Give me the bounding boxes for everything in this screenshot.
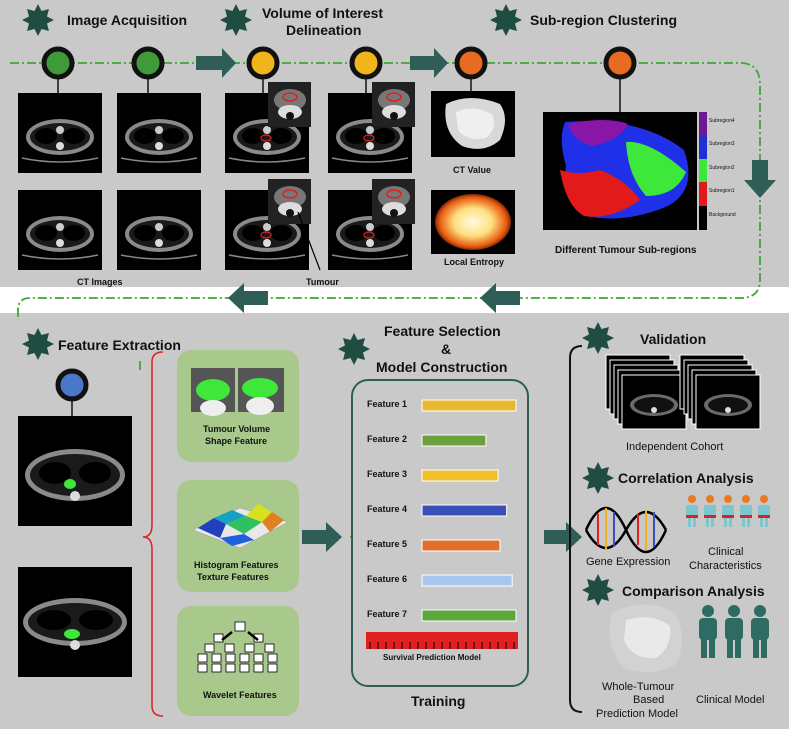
feature-label-2: Feature 2 [367,434,408,444]
label-shape-line1: Tumour Volume [203,424,271,434]
feature-bar-3 [421,469,499,482]
label-whole-line3: Prediction Model [596,708,678,720]
label-whole-line2: Based [633,694,665,706]
feature-label-3: Feature 3 [367,469,408,479]
legend-bar-0 [699,206,707,230]
arrow-down-1 [744,160,776,198]
label-survival-model: Survival Prediction Model [383,653,481,662]
legend-bar-4 [699,112,707,135]
dot-cluster-1 [454,46,488,80]
label-training: Training [411,693,466,709]
feature-label-1: Feature 1 [367,399,408,409]
clinical-model-graphic [699,605,769,658]
validation-bracket [569,345,583,713]
arrow-left-1 [480,283,520,313]
star-icon-acquisition [22,4,54,36]
clinical-people-graphic [686,495,770,527]
title-selection-line3: Model Construction [376,359,508,375]
legend-bar-3 [699,135,707,159]
dot-acquisition-2 [131,46,165,80]
star-icon-clustering [490,4,522,36]
tumour-pointer [297,211,321,271]
arrow-right-3 [302,522,342,552]
dot-extraction [55,368,89,402]
label-clinical-model: Clinical Model [696,694,765,706]
label-hist-line2: Texture Features [197,572,269,582]
label-wavelet: Wavelet Features [203,690,277,700]
label-ct-images: CT Images [77,277,123,287]
dot-cluster-2 [603,46,637,80]
label-shape-line2: Shape Feature [205,436,268,446]
label-whole-line1: Whole-Tumour [602,681,675,693]
feature-bar-2 [421,434,487,447]
title-voi-line1: Volume of Interest [262,5,384,21]
dot-voi-1 [246,46,280,80]
title-feature-extraction: Feature Extraction [58,337,181,353]
voi-insets [260,81,416,271]
label-different-subregions: Different Tumour Sub-regions [555,245,697,256]
feature-bar-6 [421,574,513,587]
flow-line-top [10,62,761,320]
survival-prediction-bar [366,632,518,649]
wavelet-tree [197,621,278,673]
star-icon-voi [220,4,252,36]
feature-bars [421,399,517,622]
arrow-right-4 [544,522,582,552]
legend-label-1: Subregion1 [709,188,735,194]
label-clinical-line1: Clinical [708,546,744,558]
feature-bar-7 [421,609,517,622]
feature-label-4: Feature 4 [367,504,408,514]
title-image-acquisition: Image Acquisition [67,12,188,28]
feature-label-7: Feature 7 [367,609,408,619]
label-local-entropy: Local Entropy [444,257,505,267]
label-gene-expression: Gene Expression [586,556,671,568]
title-voi-line2: Delineation [286,22,362,38]
gene-expression-graphic [584,507,668,553]
legend-bar-2 [699,159,707,182]
title-selection-line2: & [441,341,452,357]
independent-cohort-stacks [605,354,761,430]
label-ct-value: CT Value [453,165,492,175]
title-comparison-analysis: Comparison Analysis [622,583,765,599]
star-icon-comparison [582,574,614,606]
title-correlation-analysis: Correlation Analysis [618,470,754,486]
step-dots [41,46,637,416]
arrow-right-1 [196,48,236,78]
feature-label-5: Feature 5 [367,539,408,549]
feature-bar-5 [421,539,501,552]
star-icon-selection [338,333,370,365]
feature-bar-1 [421,399,517,412]
legend-label-0: Background [709,212,736,218]
legend-label-4: Subregion4 [709,118,735,124]
label-hist-line1: Histogram Features [194,560,279,570]
label-clinical-line2: Characteristics [689,560,762,572]
feature-label-6: Feature 6 [367,574,408,584]
red-bracket [142,351,164,717]
ct-image-group [17,92,413,271]
title-selection-line1: Feature Selection [384,323,501,339]
label-tumour: Tumour [306,277,339,287]
feature-bar-4 [421,504,508,517]
legend-label-3: Subregion3 [709,141,735,147]
wavelet-feature-box [177,606,299,716]
star-icon-correlation [582,462,614,494]
legend-label-2: Subregion2 [709,165,735,171]
title-validation: Validation [640,331,707,347]
arrow-left-2 [228,283,268,313]
dot-acquisition-1 [41,46,75,80]
arrow-right-2 [410,48,448,78]
legend-bar-1 [699,182,707,206]
label-independent-cohort: Independent Cohort [626,441,724,453]
dot-voi-2 [349,46,383,80]
star-icon-validation [582,322,614,354]
histogram-surface [192,504,289,549]
star-icon-extraction [22,328,54,360]
title-sub-region-clustering: Sub-region Clustering [530,12,677,28]
